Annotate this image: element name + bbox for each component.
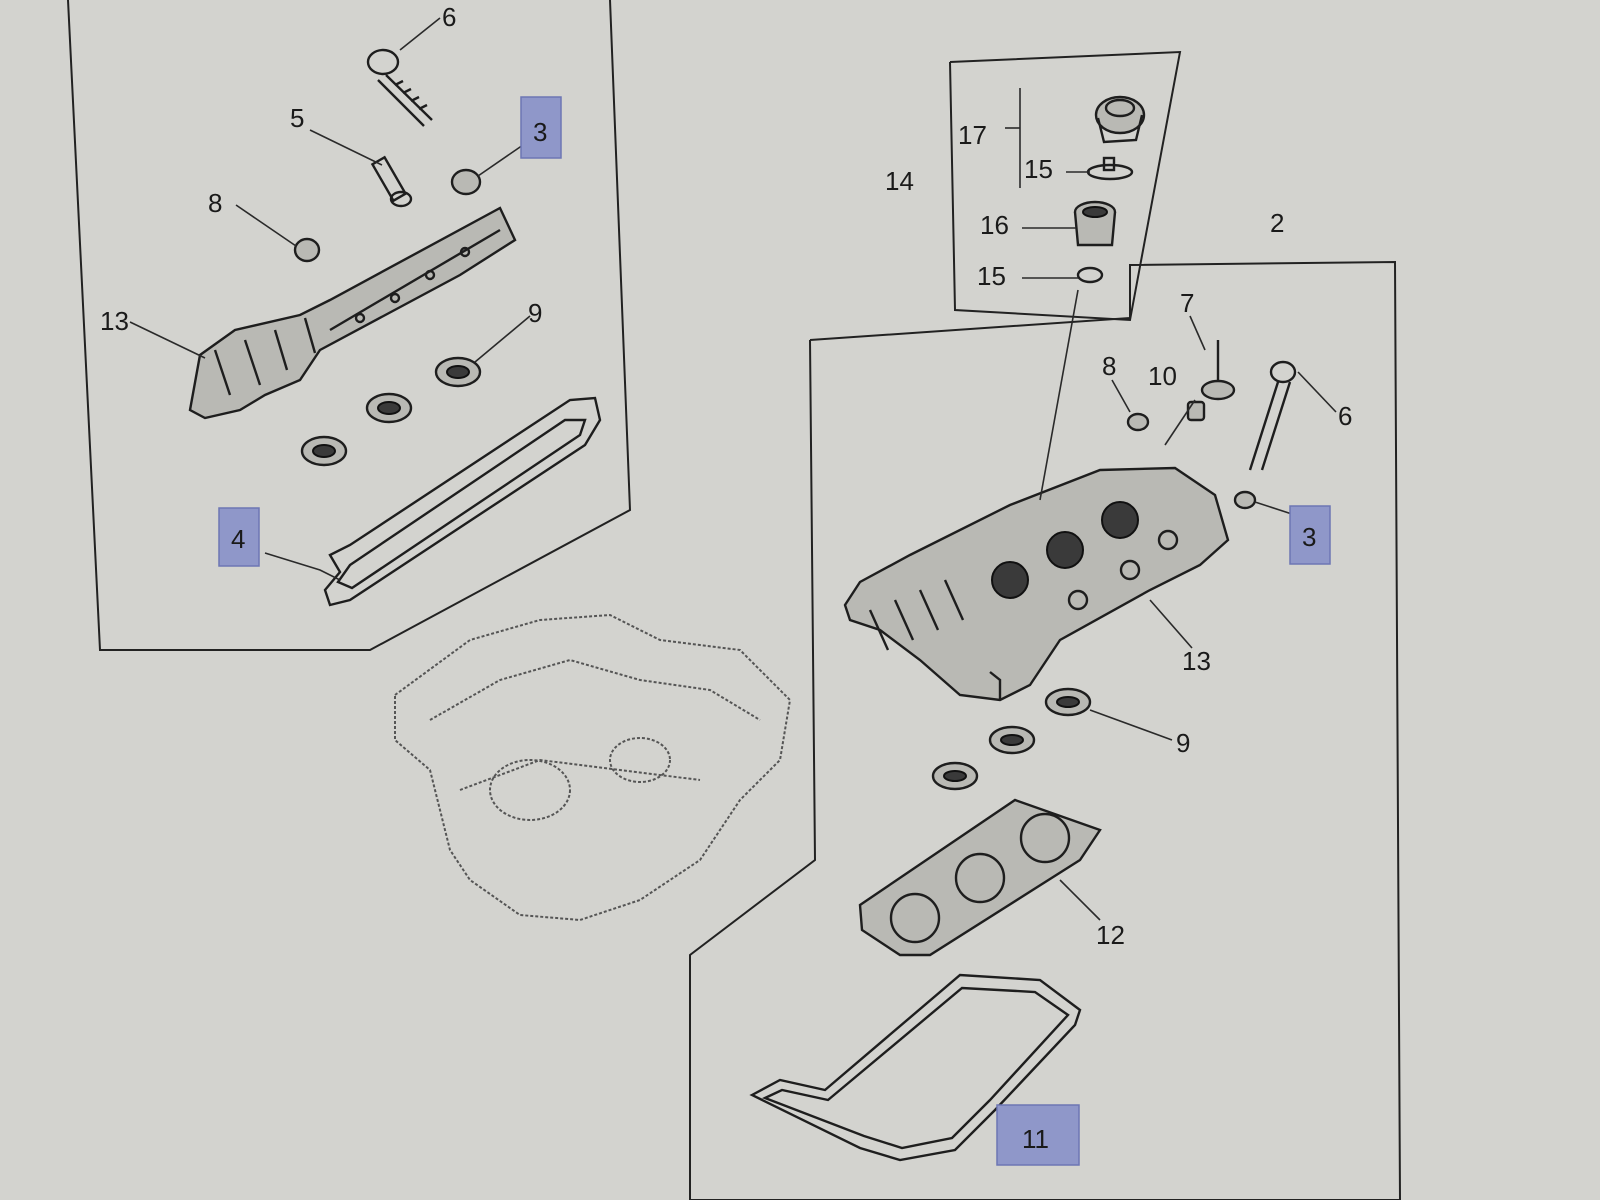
callout-right-6: 6: [1338, 401, 1352, 431]
oil-cap-frame: [949, 50, 1182, 322]
left-valve-cover: [188, 206, 517, 420]
callout-right-8: 8: [1102, 351, 1116, 381]
callout-left-5: 5: [290, 103, 304, 133]
highlight-box-right-11: [996, 1104, 1080, 1166]
highlight-box-right-3: [1289, 505, 1331, 565]
callout-cap-14: 14: [885, 166, 914, 196]
left-grommet-3: [450, 168, 482, 196]
right-seals-9: [931, 687, 1092, 791]
callout-right-11: 11: [1022, 1124, 1049, 1154]
right-bolt-6: [1248, 360, 1297, 471]
right-group-frame: [689, 260, 1402, 1200]
oil-cap-17: [1094, 95, 1146, 144]
right-spark-plug-gasket-12: [858, 798, 1102, 957]
engine-block: [394, 613, 792, 922]
left-stud-5: [370, 155, 413, 208]
callout-cap-15-top: 15: [1024, 154, 1053, 184]
oil-filler-tube-16: [1073, 200, 1117, 247]
left-grommet-8: [293, 237, 321, 263]
callout-left-8: 8: [208, 188, 222, 218]
left-seals-9: [300, 356, 482, 467]
highlight-box-left-4: [218, 507, 260, 567]
left-gasket-4: [323, 396, 602, 607]
callout-cap-16: 16: [980, 210, 1009, 240]
right-grommet-3: [1233, 490, 1257, 510]
callout-right-13: 13: [1182, 646, 1211, 676]
callout-cap-15-bottom: 15: [977, 261, 1006, 291]
callout-right-10: 10: [1148, 361, 1177, 391]
left-group-frame: [67, 0, 632, 651]
callout-right-9: 9: [1176, 728, 1190, 758]
oil-cap-seal-15-top: [1086, 156, 1134, 181]
oil-cap-seal-15-bottom: [1076, 266, 1104, 284]
callout-right-3: 3: [1302, 522, 1316, 552]
callout-left-13: 13: [100, 306, 129, 336]
callout-right-12: 12: [1096, 920, 1125, 950]
callout-right-2: 2: [1270, 208, 1284, 238]
right-grommet-10: [1186, 400, 1206, 422]
right-pcv-valve-7: [1200, 340, 1236, 401]
right-gasket-11: [749, 973, 1082, 1162]
callout-left-4: 4: [231, 524, 245, 554]
left-bolt-6: [366, 48, 433, 127]
callout-left-6: 6: [442, 2, 456, 32]
right-valve-cover: [843, 466, 1230, 702]
highlight-box-left-3: [520, 96, 562, 159]
callout-right-7: 7: [1180, 288, 1194, 318]
callout-left-9: 9: [528, 298, 542, 328]
callout-cap-17: 17: [958, 120, 987, 150]
callout-left-3: 3: [533, 117, 547, 147]
right-grommet-8: [1126, 412, 1150, 432]
filler-tube-leader: [1039, 289, 1079, 501]
